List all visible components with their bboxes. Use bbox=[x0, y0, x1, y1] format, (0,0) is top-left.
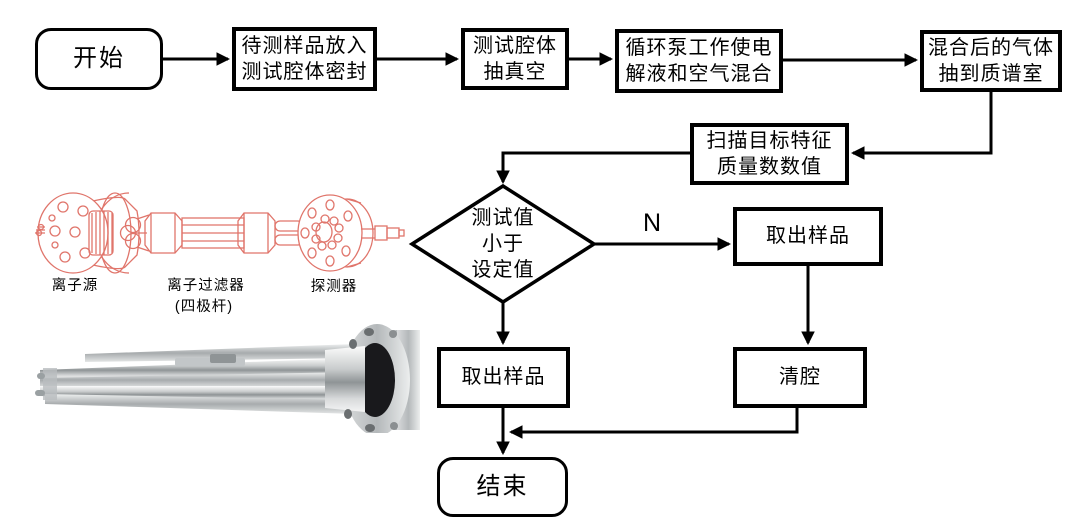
step-pump-mix-line2: 解液和空气混合 bbox=[625, 63, 773, 85]
end-label: 结束 bbox=[476, 473, 529, 501]
ion-filter-label: 离子过滤器 bbox=[167, 278, 245, 294]
step-vacuum: 测试腔体 抽真空 bbox=[461, 28, 569, 90]
start-node: 开始 bbox=[35, 28, 163, 90]
end-node: 结束 bbox=[437, 457, 568, 517]
detector-label: 探测器 bbox=[310, 279, 358, 295]
decision-line3: 设定值 bbox=[471, 259, 535, 281]
flow-arrows bbox=[163, 52, 993, 456]
step-take-sample-right: 取出样品 bbox=[733, 207, 883, 266]
decision-diamond-shape bbox=[408, 183, 598, 305]
arrow-clean-to-merge bbox=[508, 408, 799, 439]
step-vacuum-line2: 抽真空 bbox=[483, 61, 547, 83]
step-gas-to-ms-line1: 混合后的气体 bbox=[928, 36, 1054, 59]
step-load-sample: 待测样品放入 测试腔体密封 bbox=[232, 27, 377, 91]
take-sample-right-label: 取出样品 bbox=[766, 225, 850, 248]
decision-node-text: 测试值 小于 设定值 bbox=[433, 202, 573, 286]
step-scan-mass-line2: 质量数数值 bbox=[717, 156, 822, 178]
step-gas-to-ms: 混合后的气体 抽到质谱室 bbox=[920, 30, 1062, 92]
detector-drawing bbox=[297, 194, 405, 272]
clean-chamber-label: 清腔 bbox=[779, 366, 821, 389]
decision-line2: 小于 bbox=[482, 233, 524, 255]
ion-source-drawing bbox=[35, 192, 140, 274]
arrow-scan-to-decision bbox=[496, 151, 690, 185]
step-load-sample-line1: 待测样品放入 bbox=[241, 34, 368, 57]
ms-components-line-drawing bbox=[35, 192, 405, 274]
step-scan-mass: 扫描目标特征 质量数数值 bbox=[690, 123, 849, 185]
step-pump-mix: 循环泵工作使电 解液和空气混合 bbox=[615, 29, 783, 93]
ion-source-label: 离子源 bbox=[51, 278, 99, 294]
probe-photo bbox=[35, 324, 420, 433]
decision-line1: 测试值 bbox=[471, 207, 535, 229]
step-vacuum-line1: 测试腔体 bbox=[473, 34, 557, 57]
step-gas-to-ms-line2: 抽到质谱室 bbox=[938, 63, 1044, 85]
ion-filter-sublabel: (四极杆) bbox=[174, 299, 234, 315]
take-sample-left-label: 取出样品 bbox=[461, 366, 546, 389]
start-label: 开始 bbox=[73, 45, 125, 73]
step-clean-chamber: 清腔 bbox=[733, 347, 867, 408]
branch-no-label: N bbox=[643, 209, 662, 237]
quadrupole-drawing bbox=[119, 212, 312, 254]
step-pump-mix-line1: 循环泵工作使电 bbox=[625, 36, 773, 59]
step-scan-mass-line1: 扫描目标特征 bbox=[706, 129, 833, 152]
probe-flange bbox=[325, 324, 420, 433]
step-load-sample-line2: 测试腔体密封 bbox=[241, 61, 368, 83]
probe-rods bbox=[35, 344, 355, 414]
arrow-gas-to-scan bbox=[850, 92, 993, 160]
step-take-sample-left: 取出样品 bbox=[437, 347, 570, 408]
